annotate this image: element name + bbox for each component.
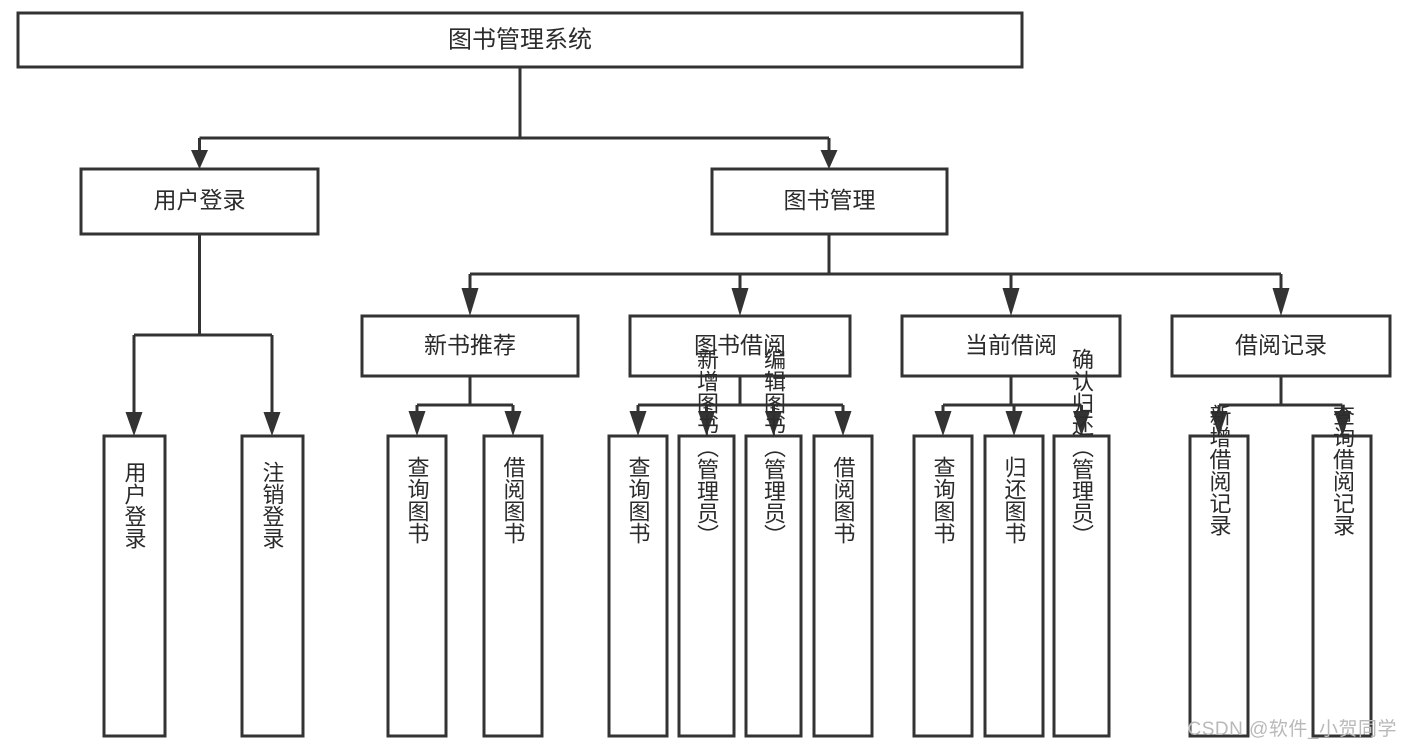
node-leaf-add-book-admin[interactable]: 新增图书（管理员） [677,348,736,738]
arrowhead-newbook-leaf-2 [504,411,522,436]
node-borrow-record-box [1170,314,1392,378]
node-leaf-query-book-newbook-label: 查询图书 [405,456,430,544]
node-borrow-record-label: 借阅记录 [1235,332,1327,358]
node-leaf-edit-book-admin[interactable]: 编辑图书（管理员） [744,348,803,738]
node-leaf-query-book-current-label: 查询图书 [931,456,956,544]
arrowhead-borrow-record [1272,288,1290,316]
node-leaf-borrow-book-newbook-label: 借阅图书 [501,456,526,544]
node-leaf-add-borrow-record[interactable]: 新增借阅记录 [1188,404,1250,738]
arrowhead-user-login [191,150,208,169]
arrowhead-newbook-leaf-1 [408,411,426,436]
node-book-management[interactable]: 图书管理 [710,167,949,236]
node-leaf-return-book-label: 归还图书 [1002,456,1027,544]
node-leaf-query-book-newbook[interactable]: 查询图书 [386,434,448,738]
arrowhead-book-borrow [731,288,749,316]
arrowhead-bookborrow-leaf-1 [629,411,647,436]
node-leaf-query-book-borrow-label: 查询图书 [626,456,651,544]
arrowhead-borrowrecord-leaf-2 [1334,411,1351,436]
node-book-management-box [710,167,949,236]
node-leaf-borrow-book-label: 借阅图书 [831,456,856,544]
node-leaf-user-login[interactable]: 用户登录 [102,434,167,738]
arrowhead-leaf-user-login [125,412,143,436]
node-leaf-confirm-return-admin-label: 确认归还（管理员） [1069,348,1094,546]
node-current-borrow-box [900,314,1122,378]
arrowhead-bookborrow-leaf-2 [698,411,715,436]
node-leaf-query-borrow-record[interactable]: 查询借阅记录 [1311,404,1373,738]
node-leaf-user-login-box [102,434,167,738]
node-leaf-query-book-current-box [912,434,974,738]
node-leaf-edit-book-admin-label: 编辑图书（管理员） [761,348,786,546]
arrowhead-bookborrow-leaf-4 [834,411,852,436]
arrowhead-leaf-logout [263,412,281,436]
arrowhead-borrowrecord-leaf-1 [1210,411,1228,436]
node-leaf-confirm-return-admin[interactable]: 确认归还（管理员） [1052,348,1111,738]
arrowhead-currentborrow-leaf-2 [1005,411,1023,436]
node-leaf-logout-box [240,434,305,738]
node-leaf-query-book-newbook-box [386,434,448,738]
connector-layer [125,67,1351,436]
node-root-book-management-system[interactable]: 图书管理系统 [16,11,1024,69]
arrowhead-new-book-rec [461,288,479,316]
node-book-borrow-box [628,314,852,378]
node-root-label: 图书管理系统 [448,26,592,53]
node-book-borrow[interactable]: 图书借阅 [628,314,852,378]
node-leaf-add-borrow-record-label: 新增借阅记录 [1207,404,1232,536]
node-leaf-edit-book-admin-box [744,434,803,738]
node-leaf-borrow-book-newbook[interactable]: 借阅图书 [482,434,544,738]
node-leaf-confirm-return-admin-box [1052,434,1111,738]
node-new-book-recommend-box [360,314,580,378]
node-user-login-label: 用户登录 [154,187,246,213]
node-new-book-recommend-label: 新书推荐 [424,332,516,358]
node-user-login[interactable]: 用户登录 [79,167,320,236]
node-root-box [16,11,1024,69]
node-current-borrow[interactable]: 当前借阅 [900,314,1122,378]
arrowhead-bookborrow-leaf-3 [765,411,782,436]
node-borrow-record[interactable]: 借阅记录 [1170,314,1392,378]
arrowhead-current-borrow [1002,288,1020,316]
node-leaf-logout-label: 注销登录 [260,461,285,549]
node-leaf-logout[interactable]: 注销登录 [240,434,305,738]
node-leaf-return-book-box [983,434,1045,738]
node-leaf-add-book-admin-box [677,434,736,738]
node-current-borrow-label: 当前借阅 [965,332,1057,358]
node-leaf-add-borrow-record-box [1188,434,1250,738]
node-leaf-borrow-book[interactable]: 借阅图书 [812,434,874,738]
node-leaf-user-login-label: 用户登录 [122,461,147,549]
node-leaf-return-book[interactable]: 归还图书 [983,434,1045,738]
node-leaf-query-book-current[interactable]: 查询图书 [912,434,974,738]
node-book-borrow-label: 图书借阅 [694,332,786,358]
arrowhead-currentborrow-leaf-1 [934,411,952,436]
node-leaf-query-book-borrow-box [607,434,669,738]
node-leaf-query-borrow-record-box [1311,434,1373,738]
node-leaf-add-book-admin-label: 新增图书（管理员） [694,348,719,546]
node-leaf-borrow-book-newbook-box [482,434,544,738]
node-user-login-box [79,167,320,236]
node-leaf-borrow-book-box [812,434,874,738]
node-leaf-query-borrow-record-label: 查询借阅记录 [1330,404,1355,536]
node-leaf-query-book-borrow[interactable]: 查询图书 [607,434,669,738]
arrowhead-book-mgmt [820,150,838,169]
node-new-book-recommend[interactable]: 新书推荐 [360,314,580,378]
arrowhead-currentborrow-leaf-3 [1073,411,1090,436]
node-book-management-label: 图书管理 [784,187,876,213]
